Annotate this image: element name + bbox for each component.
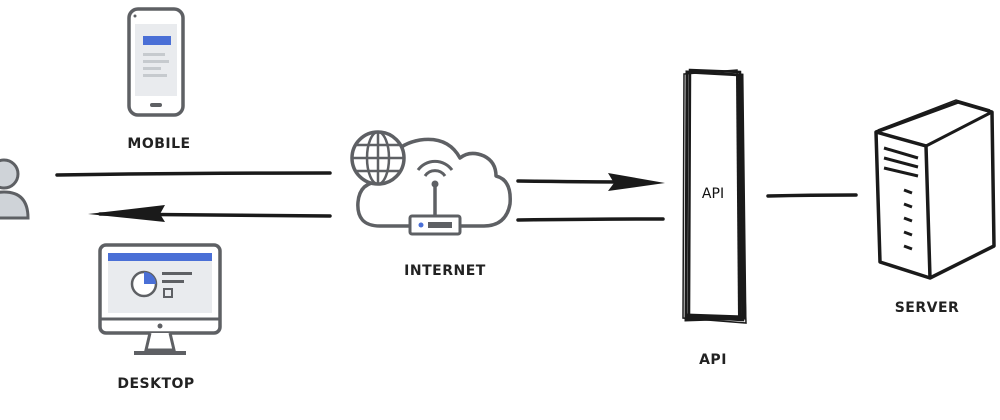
mobile-label: MOBILE [127,136,190,152]
router-icon [408,159,462,236]
arrowhead-right-icon [608,173,665,191]
api-inner-label: API [702,186,724,202]
globe-icon [350,130,406,186]
user-icon [0,158,30,220]
arrowhead-left-icon [88,205,165,222]
internet-label: INTERNET [404,263,486,279]
cloud-router-icon [350,130,512,236]
desktop-monitor-icon [98,243,222,355]
server-label: SERVER [895,300,960,316]
edge-internet-user [55,171,332,218]
mobile-phone-icon [127,7,185,117]
edge-api-server [766,193,858,198]
api-label: API [699,352,727,368]
desktop-label: DESKTOP [117,376,194,392]
api-server-rack-icon [682,68,747,324]
edge-internet-api [516,179,665,222]
server-tower-icon [874,99,996,280]
